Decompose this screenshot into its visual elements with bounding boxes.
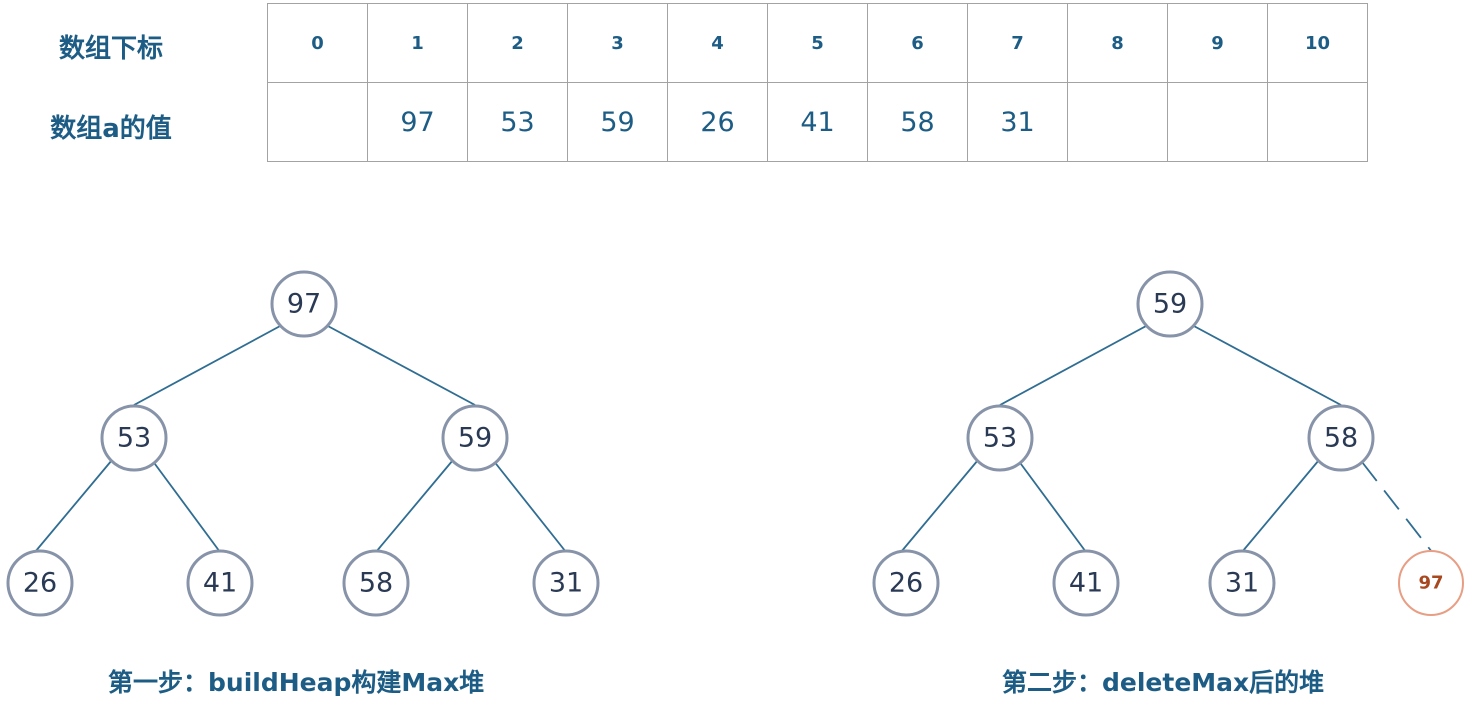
tree-caption-build-heap: 第一步：buildHeap构建Max堆 [108,668,485,697]
removed-node-label: 97 [1418,573,1443,594]
tree-node-label: 26 [23,568,57,599]
tree-node-label: 53 [983,423,1017,454]
edge [375,459,454,553]
tree-caption-delete-max: 第二步：deleteMax后的堆 [1002,668,1325,697]
array-value-row: 97 53 59 26 41 58 31 [267,82,1368,162]
array-index-cell: 2 [467,3,568,83]
edge [34,459,113,553]
tree-node-label: 58 [359,568,393,599]
tree-node [532,549,600,617]
removed-edge [1361,461,1433,553]
array-value-cell: 41 [767,82,868,162]
array-index-cell: 7 [967,3,1068,83]
tree-node [966,404,1034,472]
tree-node-label: 26 [889,568,923,599]
tree-node-label: 31 [1225,568,1259,599]
edge [1017,459,1087,553]
tree-node-label: 59 [458,423,492,454]
tree-node [441,404,509,472]
array-value-cell: 59 [567,82,668,162]
array-value-cell: 31 [967,82,1068,162]
tree-node [342,549,410,617]
tree-node [1208,549,1276,617]
tree-node-label: 97 [287,289,321,320]
tree-node-label: 59 [1153,289,1187,320]
array-index-cell: 10 [1267,3,1368,83]
edge [325,324,476,406]
tree-node [186,549,254,617]
tree-node [1136,270,1204,338]
tree-node [1307,404,1375,472]
tree-node [6,549,74,617]
tree-node [872,549,940,617]
edge [1191,324,1342,406]
array-index-row: 0 1 2 3 4 5 6 7 8 9 10 [267,3,1368,83]
array-index-label: 数组下标 [58,34,163,64]
array-value-label: 数组a的值 [50,114,172,144]
tree-node [100,404,168,472]
edge [900,459,979,553]
heap-array-table: 0 1 2 3 4 5 6 7 8 9 10 97 53 59 26 41 58… [267,3,1368,162]
array-value-cell: 26 [667,82,768,162]
array-value-cell [1267,82,1368,162]
edge [492,459,567,553]
tree-node-label: 53 [117,423,151,454]
tree-node [1052,549,1120,617]
array-index-cell: 5 [767,3,868,83]
array-index-cell: 9 [1167,3,1268,83]
tree-after-delete-max: 59 53 58 26 41 31 97 [872,270,1464,617]
array-value-cell [1067,82,1168,162]
array-index-cell: 8 [1067,3,1168,83]
array-value-cell: 58 [867,82,968,162]
edge [999,324,1149,406]
edge [151,459,221,553]
edge [133,324,283,406]
tree-node [270,270,338,338]
tree-node-label: 31 [549,568,583,599]
tree-node-label: 41 [203,568,237,599]
array-index-cell: 0 [267,3,368,83]
array-index-cell: 6 [867,3,968,83]
tree-node-label: 41 [1069,568,1103,599]
removed-node [1398,550,1464,616]
edge [1241,459,1320,553]
tree-build-heap: 97 53 59 26 41 58 31 [6,270,600,617]
tree-node-label: 58 [1324,423,1358,454]
